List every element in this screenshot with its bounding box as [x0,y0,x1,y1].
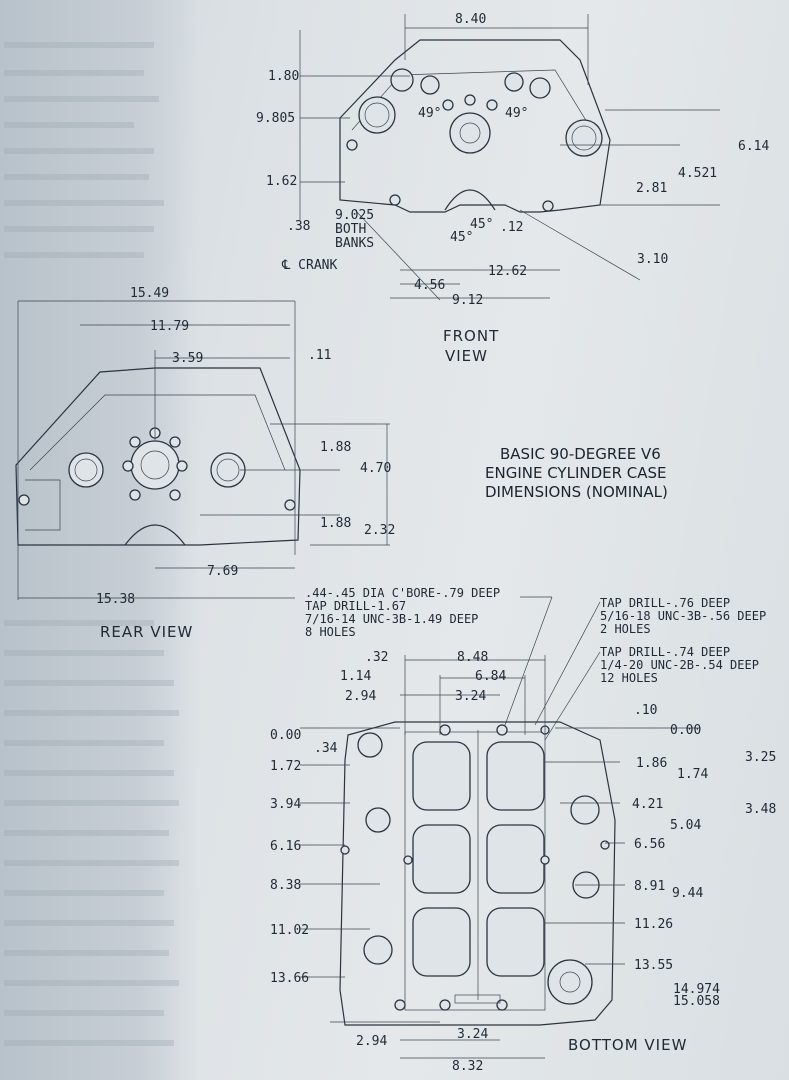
bottom-dim-034: .34 [314,741,338,756]
note-right-b-line-3: 12 HOLES [600,671,658,685]
title-line-1: BASIC 90-DEGREE V6 [500,445,661,463]
rear-dim-1-88-b: 1.88 [320,516,351,531]
rear-dim-3-59: 3.59 [172,351,203,366]
note-left-line-1: .44-.45 DIA C'BORE-.79 DEEP [305,586,500,600]
bottom-dim-2-94-bottom: 2.94 [356,1034,387,1049]
front-dim-6-14: 6.14 [738,139,769,154]
rear-dim-011: .11 [308,348,331,363]
rear-view-dimension-lines [17,300,390,600]
rear-dim-11-79: 11.79 [150,319,189,334]
bottom-dim-3-94: 3.94 [270,797,301,812]
front-angle-49-right: 49° [505,106,528,121]
bottom-dim-8-48: 8.48 [457,650,488,665]
front-view-drawing [299,30,641,301]
bottom-view-dims: .32 8.48 1.14 6.84 2.94 3.24 .10 0.00 0.… [270,650,776,1074]
front-angle-49-left: 49° [418,106,441,121]
bottom-dim-0-00-right: 0.00 [670,723,701,738]
front-dim-4-56: 4.56 [414,278,445,293]
front-width-top: 8.40 [455,12,486,27]
bottom-dim-3-48: 3.48 [745,802,776,817]
front-banks-label: BANKS [335,236,374,251]
bottom-dim-13-55: 13.55 [634,958,673,973]
bottom-dim-3-25: 3.25 [745,750,776,765]
bottom-dim-9-44: 9.44 [672,886,703,901]
bottom-dim-14-974: 14.974 [673,982,720,997]
front-dim-4-521: 4.521 [678,166,717,181]
drawing-title: BASIC 90-DEGREE V6 ENGINE CYLINDER CASE … [485,445,668,501]
rear-dim-7-69: 7.69 [207,564,238,579]
hole-notes: .44-.45 DIA C'BORE-.79 DEEP TAP DRILL-1.… [305,586,766,741]
bottom-dim-8-32: 8.32 [452,1059,483,1074]
note-right-a-line-3: 2 HOLES [600,622,651,636]
bottom-dim-1-14: 1.14 [340,669,371,684]
front-dim-1-62: 1.62 [266,174,297,189]
bottom-dim-11-02: 11.02 [270,923,309,938]
front-view-label-2: VIEW [445,347,488,365]
bottom-dim-2-94-top: 2.94 [345,689,376,704]
front-view-dimension-lines [300,14,720,299]
front-view-label-1: FRONT [443,327,499,345]
front-dim-1-80: 1.80 [268,69,299,84]
front-dim-12-62: 12.62 [488,264,527,279]
bottom-dim-6-16: 6.16 [270,839,301,854]
bottom-dim-6-56: 6.56 [634,837,665,852]
front-angle-45-b: 45° [450,230,473,245]
rear-dim-15-49: 15.49 [130,286,169,301]
rear-dim-1-88-a: 1.88 [320,440,351,455]
title-line-3: DIMENSIONS (NOMINAL) [485,483,668,501]
front-dim-012: .12 [500,220,523,235]
note-left-line-3: 7/16-14 UNC-3B-1.49 DEEP [305,612,478,626]
note-right-b-line-2: 1/4-20 UNC-2B-.54 DEEP [600,658,759,672]
front-angle-45-a: 45° [470,217,493,232]
bottom-dim-0-00-left: 0.00 [270,728,301,743]
bottom-view-dimension-lines [300,655,700,1059]
bottom-view-label: BOTTOM VIEW [568,1036,687,1054]
bottom-dim-13-66: 13.66 [270,971,309,986]
bottom-dim-032: .32 [365,650,388,665]
note-right-a-line-1: TAP DRILL-.76 DEEP [600,596,730,610]
front-dim-3-10: 3.10 [637,252,668,267]
rear-dim-2-32: 2.32 [364,523,395,538]
bottom-dim-8-91: 8.91 [634,879,665,894]
book-page-text-column [0,0,200,1080]
bottom-dim-3-24-bottom: 3.24 [457,1027,488,1042]
bottom-dim-1-74: 1.74 [677,767,708,782]
bottom-dim-3-24-top: 3.24 [455,689,486,704]
bottom-dim-010: .10 [634,703,657,718]
front-view-dims: 8.40 1.80 9.805 49° 49° 6.14 4.521 1.62 … [256,12,769,365]
rear-dim-4-70: 4.70 [360,461,391,476]
front-dim-9-805: 9.805 [256,111,295,126]
front-dim-038: .38 [287,219,310,234]
note-left-line-4: 8 HOLES [305,625,356,639]
bottom-dim-1-72: 1.72 [270,759,301,774]
bottom-dim-15-058: 15.058 [673,994,720,1009]
bottom-dim-6-84: 6.84 [475,669,506,684]
note-right-b-line-1: TAP DRILL-.74 DEEP [600,645,730,659]
front-dim-2-81: 2.81 [636,181,667,196]
background-text-lines [4,42,179,1046]
rear-view-label: REAR VIEW [100,623,193,641]
bottom-dim-4-21: 4.21 [632,797,663,812]
rear-view-drawing [15,367,301,546]
note-right-a-line-2: 5/16-18 UNC-3B-.56 DEEP [600,609,766,623]
note-left-line-2: TAP DRILL-1.67 [305,599,406,613]
bottom-view-drawing [339,721,616,1026]
bottom-dim-8-38: 8.38 [270,878,301,893]
front-crank-label: ℄ CRANK [281,258,337,273]
front-dim-9-025: 9.025 [335,208,374,223]
bottom-dim-1-86: 1.86 [636,756,667,771]
bottom-dim-5-04: 5.04 [670,818,701,833]
front-both-label: BOTH [335,222,366,237]
front-dim-9-12: 9.12 [452,293,483,308]
title-line-2: ENGINE CYLINDER CASE [485,464,667,482]
rear-view-dims: 15.49 11.79 3.59 .11 1.88 4.70 1.88 2.32… [96,286,395,641]
bottom-dim-11-26: 11.26 [634,917,673,932]
rear-dim-15-38: 15.38 [96,592,135,607]
